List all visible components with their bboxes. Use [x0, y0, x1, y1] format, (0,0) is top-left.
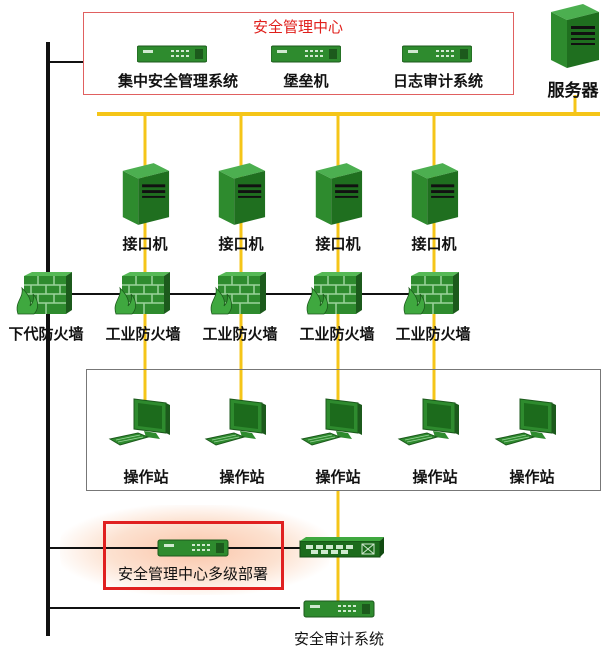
rack-switch-icon — [401, 44, 473, 68]
security-center-title: 安全管理中心 — [252, 18, 344, 36]
desktop-computer-icon — [300, 395, 368, 455]
interface-label: 接口机 — [218, 235, 264, 253]
rack-switch-icon — [300, 599, 378, 623]
desktop-computer-icon — [108, 395, 176, 455]
network-switch-icon — [296, 535, 384, 565]
device-label: 日志审计系统 — [392, 72, 484, 90]
workstation-label: 操作站 — [123, 468, 169, 486]
firewall-brick-icon — [306, 272, 362, 322]
server-tower-icon — [213, 160, 267, 232]
workstation-label: 操作站 — [315, 468, 361, 486]
workstation-frame — [86, 369, 601, 491]
device-label: 集中安全管理系统 — [117, 72, 239, 90]
server-tower-icon — [117, 160, 171, 232]
desktop-computer-icon — [204, 395, 272, 455]
device-label: 堡垒机 — [283, 72, 329, 90]
firewall-brick-icon — [114, 272, 170, 322]
firewall-brick-icon — [210, 272, 266, 322]
firewall-brick-icon — [16, 272, 72, 322]
security-center-frame — [83, 12, 514, 95]
desktop-computer-icon — [494, 395, 562, 455]
interface-label: 接口机 — [122, 235, 168, 253]
workstation-label: 操作站 — [219, 468, 265, 486]
firewall-label: 下代防火墙 — [8, 325, 84, 343]
interface-label: 接口机 — [315, 235, 361, 253]
desktop-computer-icon — [397, 395, 465, 455]
workstation-label: 操作站 — [509, 468, 555, 486]
multilevel-frame — [103, 521, 284, 590]
rack-switch-icon — [136, 44, 208, 68]
server-tower-icon — [545, 2, 601, 74]
firewall-label: 工业防火墙 — [105, 325, 181, 343]
firewall-label: 工业防火墙 — [299, 325, 375, 343]
server-tower-icon — [310, 160, 364, 232]
rack-switch-icon — [153, 538, 233, 562]
rack-switch-icon — [270, 44, 342, 68]
firewall-label: 工业防火墙 — [202, 325, 278, 343]
server-label: 服务器 — [547, 81, 599, 101]
server-tower-icon — [406, 160, 460, 232]
firewall-label: 工业防火墙 — [395, 325, 471, 343]
interface-label: 接口机 — [411, 235, 457, 253]
workstation-label: 操作站 — [412, 468, 458, 486]
audit-label: 安全审计系统 — [293, 630, 385, 648]
firewall-brick-icon — [403, 272, 459, 322]
multilevel-label: 安全管理中心多级部署 — [117, 565, 269, 583]
